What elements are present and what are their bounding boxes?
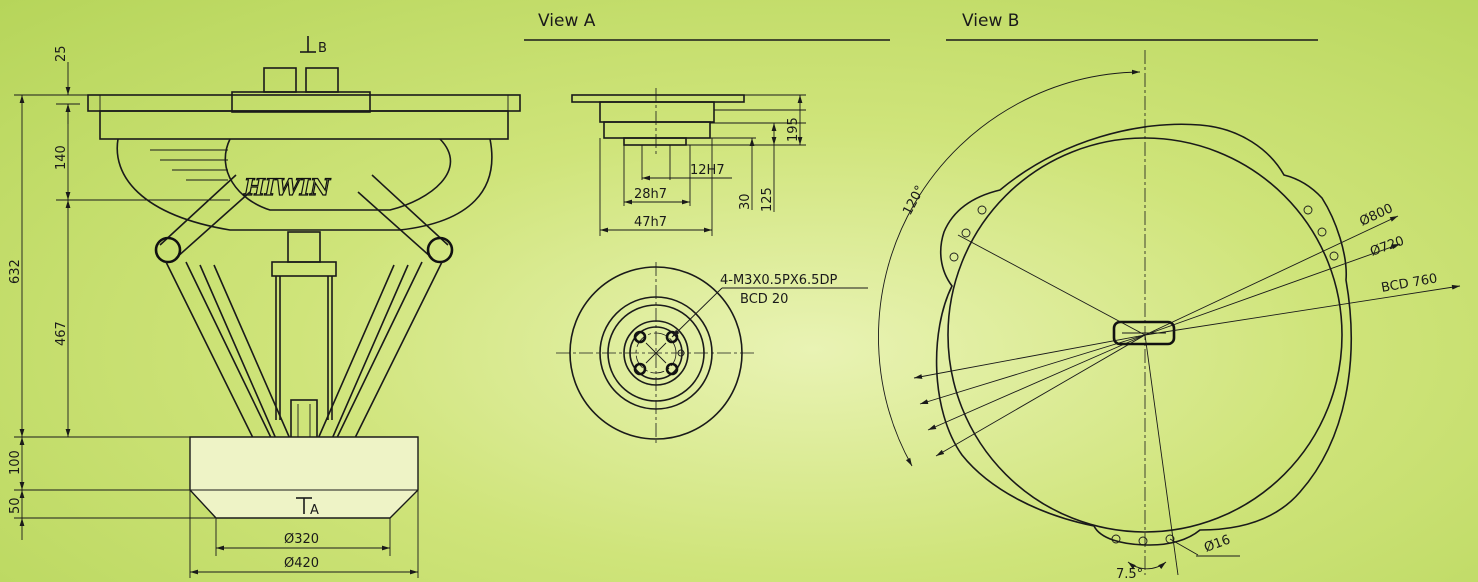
dim-30: 30	[738, 193, 753, 210]
mount-hole	[1329, 251, 1339, 261]
upper-arm-right	[357, 174, 449, 259]
dim-47h7: 47h7	[634, 215, 667, 230]
dim-467: 467	[54, 321, 69, 346]
robot-frame	[99, 110, 509, 140]
view-b-title: View B	[962, 11, 1019, 31]
flange-plate	[571, 94, 745, 103]
view-a: View A 195 125 30 12H7 28h7 47h7	[524, 11, 890, 444]
bolt-hole	[633, 362, 647, 376]
flange-boss	[623, 137, 687, 146]
dim-320: Ø320	[284, 532, 319, 547]
robot-top-plate	[87, 94, 521, 112]
dim-195: 195	[786, 117, 801, 142]
dim-800: Ø800	[1357, 201, 1395, 229]
side-view: HIWIN B A	[8, 36, 521, 578]
forearm-right-outer	[331, 261, 443, 449]
view-marker-b: B	[318, 41, 327, 56]
spindle-spring-upper	[271, 261, 337, 277]
top-flange-left	[263, 67, 297, 93]
angle-7-5: 7.5°	[1116, 567, 1143, 582]
view-marker-a: A	[310, 503, 319, 518]
dim-50: 50	[8, 497, 23, 514]
mount-hole	[1317, 227, 1327, 237]
hole-bcd: BCD 20	[740, 292, 788, 307]
brand-logo: HIWIN	[243, 175, 331, 201]
top-cover	[231, 91, 371, 113]
view-a-title: View A	[538, 11, 596, 31]
bolt-hole	[665, 362, 679, 376]
bcd-760: BCD 760	[1380, 271, 1438, 296]
dim-140: 140	[54, 145, 69, 170]
flange-step	[603, 121, 711, 139]
spindle-top	[287, 231, 321, 263]
mount-hole	[977, 205, 987, 215]
flange-front-view: 4-M3X0.5PX6.5DP BCD 20	[556, 262, 868, 444]
flange-body	[599, 101, 715, 123]
view-b: View B 120° Ø800 Ø720 B	[878, 11, 1461, 582]
forearm-left-outer	[165, 261, 277, 449]
robot-body	[116, 138, 493, 231]
hole-note: 4-M3X0.5PX6.5DP	[720, 273, 837, 288]
mount-hole	[949, 252, 959, 262]
mount-hole	[1138, 536, 1148, 546]
upper-arm-left	[159, 174, 251, 259]
mount-hole	[1111, 534, 1121, 544]
dim-420: Ø420	[284, 556, 319, 571]
dim-28h7: 28h7	[634, 187, 667, 202]
dim-12h7: 12H7	[690, 163, 725, 178]
dim-125: 125	[760, 187, 775, 212]
pin-hole	[677, 349, 685, 357]
dim-100: 100	[8, 450, 23, 475]
angle-120: 120°	[900, 183, 928, 218]
dim-16: Ø16	[1202, 533, 1232, 556]
dim-25: 25	[54, 45, 69, 62]
bolt-hole	[633, 330, 647, 344]
mount-hole	[1303, 205, 1313, 215]
dim-720: Ø720	[1368, 234, 1406, 260]
dim-632: 632	[8, 259, 23, 284]
mount-hole	[961, 228, 971, 238]
mount-hole	[1165, 534, 1175, 544]
top-flange-right	[305, 67, 339, 93]
angle-arc-120	[878, 69, 1141, 467]
